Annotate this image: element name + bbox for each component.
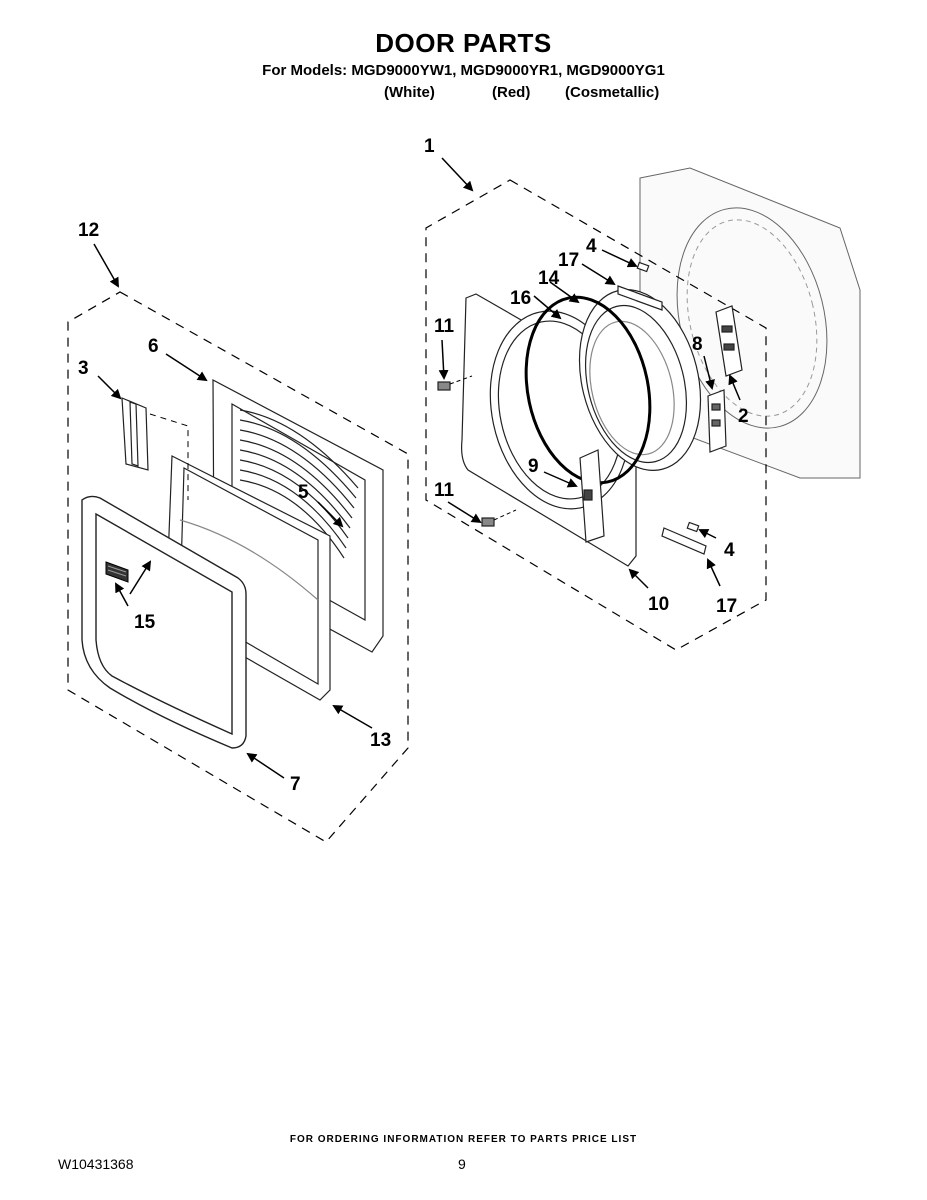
inner-window-bowl	[578, 289, 702, 471]
models-line: For Models: MGD9000YW1, MGD9000YR1, MGD9…	[262, 62, 665, 79]
screw-left-lower	[481, 509, 517, 527]
callout-4-top: 4	[586, 236, 597, 257]
screw-top	[636, 261, 650, 273]
callout-7: 7	[290, 774, 301, 795]
callout-10: 10	[648, 594, 669, 615]
variant-white: (White)	[384, 84, 435, 101]
callout-2: 2	[738, 406, 749, 427]
page-title: DOOR PARTS	[375, 28, 552, 58]
door-badge	[105, 561, 129, 583]
callout-8: 8	[692, 334, 703, 355]
screw-left-upper	[437, 375, 473, 391]
ordering-note: FOR ORDERING INFORMATION REFER TO PARTS …	[289, 1134, 638, 1145]
callout-arrows	[93, 157, 741, 779]
outer-door-assembly-box	[67, 291, 409, 843]
callout-15: 15	[134, 612, 156, 633]
door-front-trim	[81, 495, 247, 749]
door-gasket	[524, 295, 652, 485]
screw-bottom	[686, 521, 700, 533]
callout-4-bottom: 4	[724, 540, 735, 561]
callout-11-upper: 11	[434, 316, 455, 337]
page-number: 9	[458, 1156, 466, 1172]
callout-14: 14	[538, 268, 560, 289]
callout-6: 6	[148, 336, 159, 357]
door-handle	[121, 397, 149, 471]
door-strike-top	[617, 285, 663, 311]
callout-1: 1	[424, 136, 435, 157]
callout-13: 13	[370, 730, 391, 751]
inner-door-assembly-box	[425, 179, 767, 651]
cabinet-hinge	[715, 305, 743, 377]
callout-3: 3	[78, 358, 89, 379]
variant-red: (Red)	[492, 84, 531, 101]
handle-alignment-line	[149, 413, 189, 500]
callout-17-bottom: 17	[716, 596, 737, 617]
callout-16: 16	[510, 288, 531, 309]
callout-11-lower: 11	[434, 480, 455, 501]
variant-cosmetallic: (Cosmetallic)	[565, 84, 660, 101]
hinge-cover	[579, 449, 605, 543]
door-hinge	[707, 389, 727, 453]
callout-5: 5	[298, 482, 309, 503]
door-strike-bottom	[661, 527, 707, 555]
callout-9: 9	[528, 456, 539, 477]
callout-12: 12	[78, 220, 99, 241]
callout-17-top: 17	[558, 250, 579, 271]
document-number: W10431368	[58, 1156, 134, 1172]
